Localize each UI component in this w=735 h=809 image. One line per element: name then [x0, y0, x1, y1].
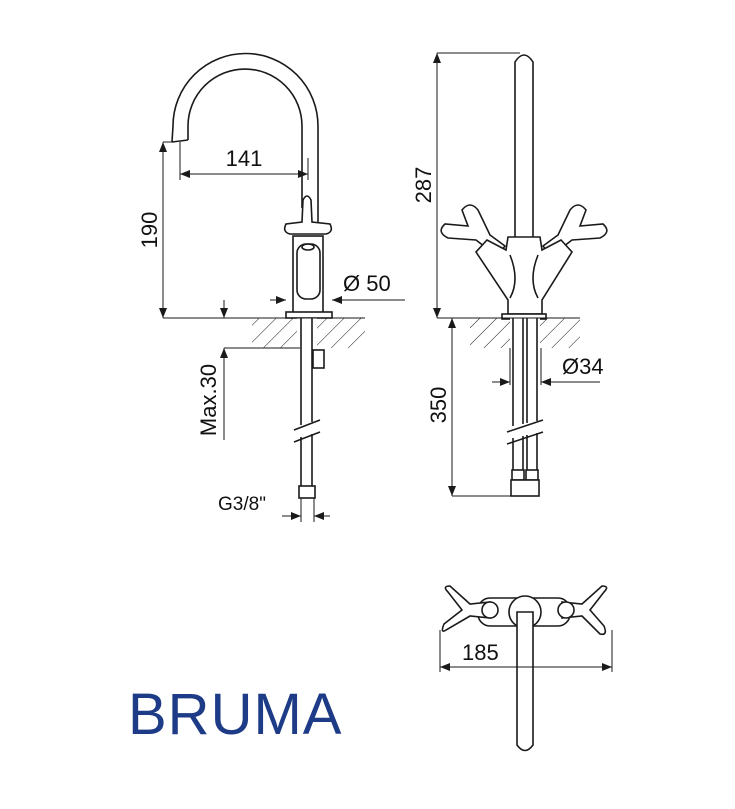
front-view: 287 350 Ø34 — [411, 52, 608, 497]
supply-hoses — [512, 318, 538, 470]
dimension-connection: G3/8" — [218, 494, 266, 515]
supply-hose — [300, 318, 313, 488]
spout-top — [516, 611, 534, 752]
dimension-body-diameter: Ø 50 — [343, 271, 391, 296]
side-view: 141 190 Ø 50 Max.30 G3/8" — [137, 52, 405, 522]
handle-lever — [283, 195, 333, 235]
dimension-max-thickness: Max.30 — [196, 364, 221, 436]
left-handle-top — [441, 585, 491, 632]
right-handle-top — [561, 585, 608, 636]
dimension-reach: 141 — [226, 146, 263, 171]
dimension-hose-length: 350 — [426, 387, 451, 424]
dimension-width: 185 — [462, 640, 499, 665]
brand-logo: BRUMA — [128, 682, 342, 747]
spout-front — [514, 54, 534, 239]
front-body — [474, 236, 574, 315]
spout — [171, 52, 319, 232]
top-view: 185 — [439, 585, 613, 752]
dimension-total-height: 287 — [411, 167, 436, 204]
hose-nut — [298, 485, 316, 499]
dimension-spout-height: 190 — [137, 212, 162, 249]
dimension-hole-diameter: Ø34 — [562, 354, 604, 379]
base-plate — [285, 311, 333, 319]
